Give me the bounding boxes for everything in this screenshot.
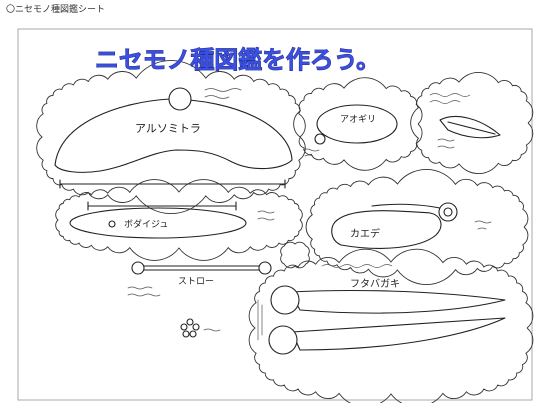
feather-seed-wing — [439, 116, 501, 139]
kaede-drawing: カエデ — [331, 202, 492, 249]
straw-end-left — [131, 261, 145, 275]
straw-label: ストロー — [178, 277, 214, 287]
handwritten-note — [203, 328, 221, 332]
handwritten-note — [429, 93, 471, 149]
handwritten-note — [257, 210, 275, 221]
cloud-bubble — [305, 168, 529, 286]
flower-petal — [180, 323, 188, 331]
handwritten-note — [204, 88, 242, 99]
futabagaki-seed-upper — [270, 285, 300, 315]
feather-seed-vein — [447, 121, 496, 135]
flower-petal — [186, 318, 194, 326]
cloud-bubble — [410, 71, 534, 175]
kaede-wing-edge — [371, 203, 441, 209]
cloud-bubbles — [36, 60, 534, 403]
straw-end-right — [258, 261, 272, 275]
cloud-bubble — [55, 179, 303, 261]
handwritten-note — [321, 264, 393, 268]
flower-petal — [192, 323, 200, 331]
alsomitra-measure-line — [59, 179, 286, 189]
feather-seed-drawing — [429, 93, 501, 149]
handwritten-note — [302, 148, 320, 157]
kaede-seed — [438, 202, 458, 222]
alsomitra-wing — [54, 98, 293, 173]
worksheet-title: ニセモノ種図鑑を作ろう。 — [95, 46, 380, 74]
kaede-seed-core — [443, 207, 453, 217]
alsomitra-drawing: アルソミトラ — [54, 87, 293, 189]
kaede-label: カエデ — [350, 227, 380, 240]
cloud-bubble — [293, 77, 423, 171]
bodaiju-bract — [69, 207, 247, 239]
aogiri-leaf — [316, 104, 398, 144]
aogiri-seed — [314, 133, 326, 145]
bodaiju-label: ボダイジュ — [124, 218, 168, 230]
cloud-bubble — [36, 60, 306, 214]
futabagaki-wing-upper — [289, 289, 506, 314]
futabagaki-label: フタバガキ — [350, 278, 400, 290]
alsomitra-label: アルソミトラ — [135, 122, 201, 135]
bodaiju-measure-line — [87, 201, 237, 211]
cloud-bubble — [280, 241, 310, 269]
bodaiju-seed — [108, 220, 116, 228]
handwritten-note — [257, 299, 263, 341]
alsomitra-seed — [168, 87, 192, 111]
futabagaki-seed-lower — [268, 325, 298, 355]
straw-drawing: ストロー — [127, 261, 272, 297]
cloud-bubble — [248, 248, 534, 403]
aogiri-label: アオギリ — [340, 114, 376, 125]
flower-petal — [189, 330, 197, 338]
futabagaki-wing-lower — [291, 317, 506, 351]
kaede-wing — [331, 210, 442, 249]
aogiri-drawing: アオギリ — [302, 104, 398, 157]
flower-petal — [182, 330, 190, 338]
bodaiju-drawing: ボダイジュ — [69, 201, 275, 239]
handwritten-note — [127, 286, 161, 297]
handwritten-note — [474, 220, 492, 230]
page-header-title: 〇ニセモノ種図鑑シート — [6, 5, 106, 15]
futabagaki-drawing: フタバガキ — [257, 264, 506, 355]
flower-drawing — [180, 318, 221, 338]
